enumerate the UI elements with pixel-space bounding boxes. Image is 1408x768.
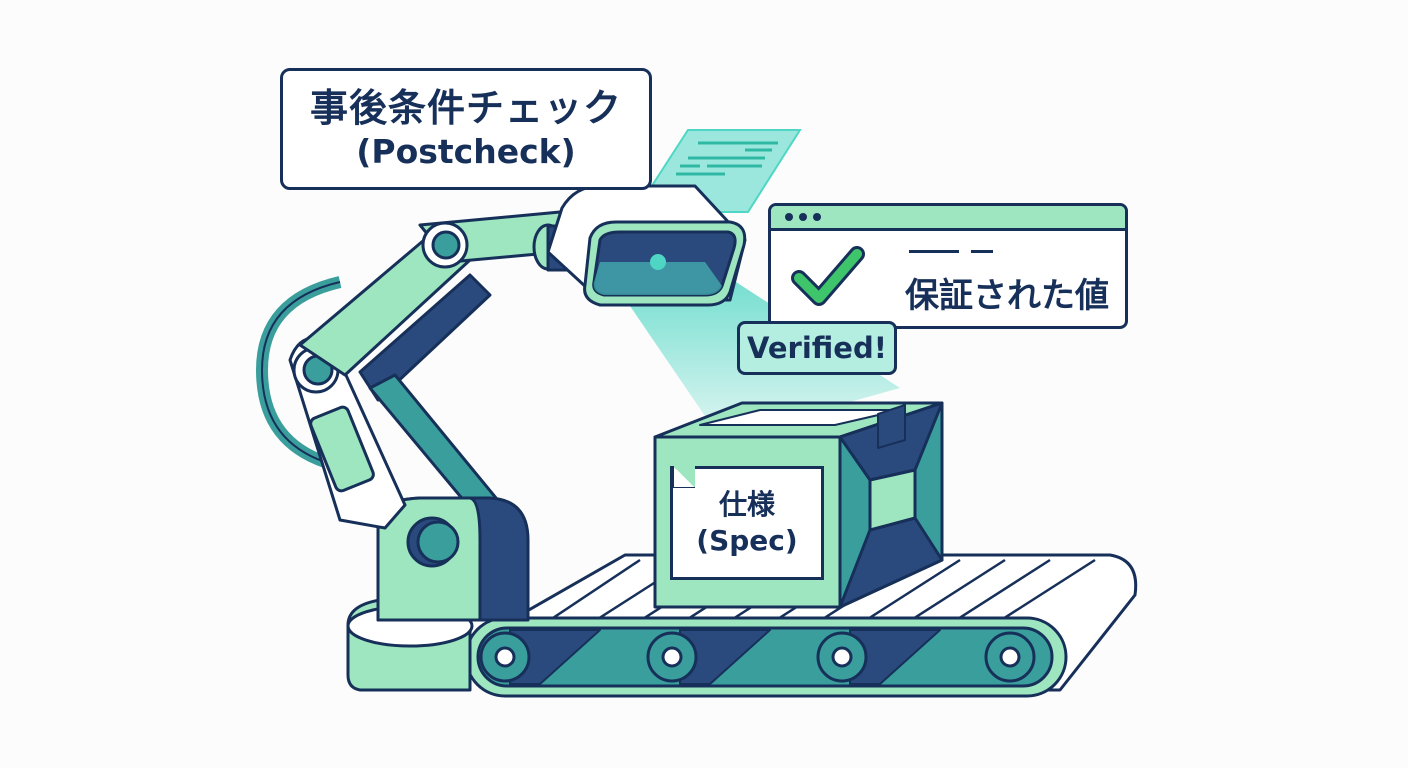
placeholder-line — [971, 250, 993, 253]
conveyor-belt-icon — [464, 553, 1138, 698]
spec-label: 仕様 (Spec) — [670, 466, 824, 580]
window-dot-icon — [785, 213, 793, 221]
postcheck-label: 事後条件チェック (Postcheck) — [280, 68, 652, 190]
window-dot-icon — [813, 213, 821, 221]
spec-title-en: (Spec) — [696, 524, 798, 557]
scanner-camera-icon — [546, 184, 747, 307]
checkmark-icon — [791, 246, 865, 306]
placeholder-line — [909, 250, 959, 253]
verified-badge: Verified! — [737, 321, 897, 375]
spec-title-jp: 仕様 — [718, 488, 775, 521]
guaranteed-value-text: 保証された値 — [905, 276, 1109, 316]
page-fold-icon — [673, 466, 695, 488]
window-titlebar — [771, 206, 1125, 231]
postcheck-title-en: (Postcheck) — [356, 132, 576, 171]
window-dot-icon — [799, 213, 807, 221]
robot-arm-icon — [256, 210, 574, 692]
postcheck-title-jp: 事後条件チェック — [309, 86, 622, 130]
result-window: 保証された値 — [768, 203, 1128, 329]
